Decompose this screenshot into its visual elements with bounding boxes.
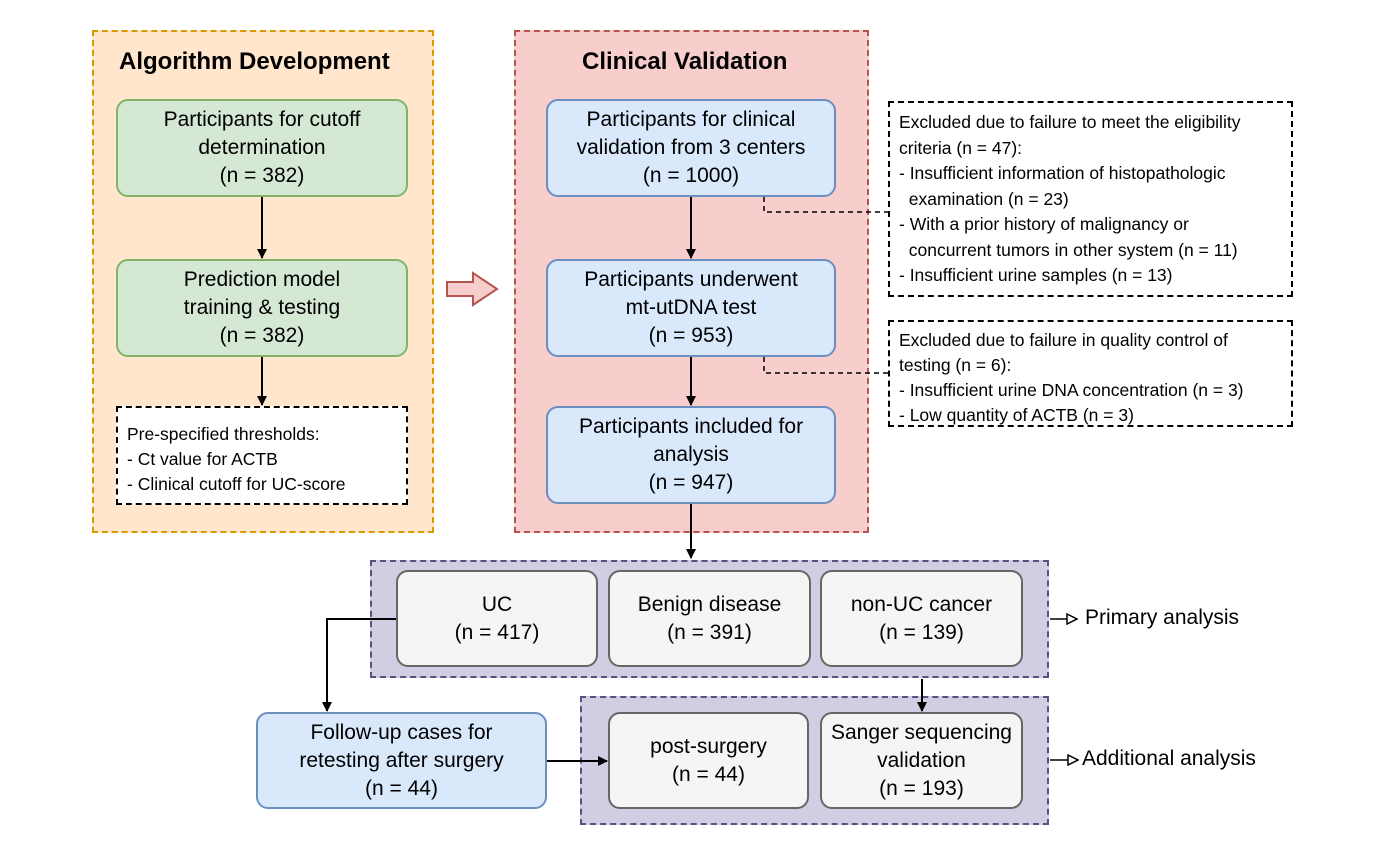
followup-line-1: Follow-up cases for (310, 720, 493, 744)
follow-up-box: Follow-up cases for retesting after surg… (256, 712, 547, 809)
eligibility-line-7: - Insufficient urine samples (n = 13) (899, 265, 1173, 285)
thresholds-line-3: - Clinical cutoff for UC-score (127, 474, 346, 494)
quality-line-4: - Low quantity of ACTB (n = 3) (899, 405, 1134, 425)
test-line-3: (n = 953) (648, 324, 734, 347)
included-line-3: (n = 947) (648, 471, 734, 494)
clinical-validation-title: Clinical Validation (582, 48, 788, 75)
model-line-1: Prediction model (183, 268, 341, 291)
benign-line-1: Benign disease (637, 592, 782, 616)
followup-line-2: retesting after surgery (299, 748, 504, 772)
eligibility-line-1: Excluded due to failure to meet the elig… (899, 112, 1241, 132)
cutoff-line-1: Participants for cutoff (163, 108, 361, 131)
post-surgery-box: post-surgery (n = 44) (608, 712, 809, 809)
transition-arrow (446, 271, 499, 307)
primary-analysis-label: Primary analysis (1085, 606, 1240, 629)
uc-line-2: (n = 417) (454, 620, 540, 644)
sanger-line-2: validation (877, 748, 966, 772)
included-line-1: Participants included for (578, 415, 804, 438)
post-surgery-line-2: (n = 44) (672, 762, 745, 786)
prediction-model-box: Prediction model training & testing (n =… (116, 259, 408, 357)
test-line-2: mt-utDNA test (625, 296, 757, 319)
sanger-line-3: (n = 193) (879, 776, 964, 800)
additional-analysis-label: Additional analysis (1082, 747, 1256, 770)
quality-line-3: - Insufficient urine DNA concentration (… (899, 380, 1244, 400)
thresholds-note: Pre-specified thresholds: - Ct value for… (116, 406, 408, 505)
validation-line-1: Participants for clinical (586, 108, 796, 131)
included-analysis-box: Participants included for analysis (n = … (546, 406, 836, 504)
thresholds-line-2: - Ct value for ACTB (127, 449, 278, 469)
eligibility-line-5: - With a prior history of malignancy or (899, 214, 1189, 234)
clinical-validation-box: Participants for clinical validation fro… (546, 99, 836, 197)
eligibility-line-2: criteria (n = 47): (899, 137, 1023, 158)
model-line-3: (n = 382) (219, 324, 305, 347)
eligibility-exclusion-note: Excluded due to failure to meet the elig… (888, 101, 1293, 297)
included-line-2: analysis (653, 443, 729, 466)
post-surgery-line-1: post-surgery (650, 734, 767, 758)
mt-utdna-test-box: Participants underwent mt-utDNA test (n … (546, 259, 836, 357)
arrow-uc-to-followup (322, 618, 396, 712)
connector-eligibility-exclusion (763, 197, 888, 213)
sanger-sequencing-box: Sanger sequencing validation (n = 193) (820, 712, 1023, 809)
validation-line-2: validation from 3 centers (576, 136, 806, 159)
non-uc-line-1: non-UC cancer (850, 592, 993, 616)
eligibility-line-3: - Insufficient information of histopatho… (899, 163, 1226, 183)
quality-line-2: testing (n = 6): (899, 355, 1012, 375)
uc-line-1: UC (481, 592, 513, 616)
quality-line-1: Excluded due to failure in quality contr… (899, 330, 1228, 350)
cutoff-determination-box: Participants for cutoff determination (n… (116, 99, 408, 197)
test-line-1: Participants underwent (584, 268, 798, 291)
model-line-2: training & testing (183, 296, 341, 319)
connector-quality-exclusion (763, 357, 888, 374)
uc-box: UC (n = 417) (396, 570, 598, 667)
validation-line-3: (n = 1000) (642, 164, 740, 187)
eligibility-line-6: concurrent tumors in other system (n = 1… (899, 239, 1238, 260)
followup-line-3: (n = 44) (365, 776, 438, 800)
non-uc-line-2: (n = 139) (879, 620, 964, 644)
quality-control-exclusion-note: Excluded due to failure in quality contr… (888, 320, 1293, 427)
thresholds-line-1: Pre-specified thresholds: (127, 424, 320, 444)
algorithm-development-title: Algorithm Development (119, 48, 390, 75)
eligibility-line-4: examination (n = 23) (899, 188, 1069, 209)
sanger-line-1: Sanger sequencing (831, 720, 1012, 744)
cutoff-line-2: determination (198, 136, 326, 159)
non-uc-cancer-box: non-UC cancer (n = 139) (820, 570, 1023, 667)
cutoff-line-3: (n = 382) (219, 164, 305, 187)
benign-line-2: (n = 391) (667, 620, 752, 644)
benign-disease-box: Benign disease (n = 391) (608, 570, 811, 667)
